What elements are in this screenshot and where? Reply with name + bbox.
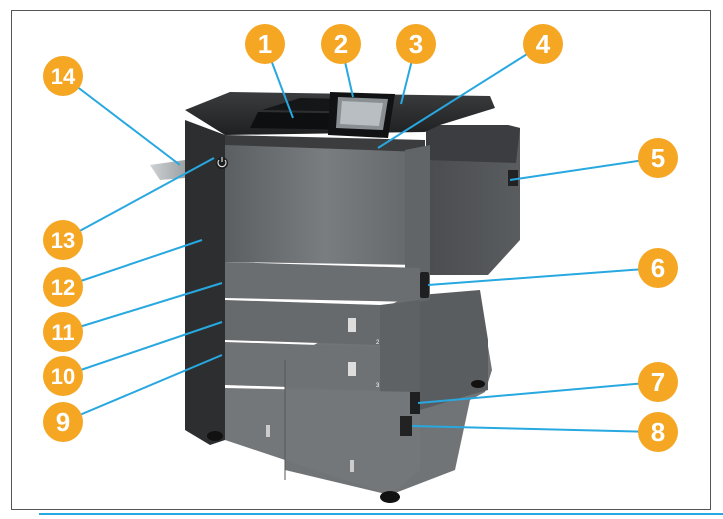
callout-label-2: 2 bbox=[334, 29, 348, 59]
callout-label-10: 10 bbox=[51, 364, 75, 389]
right-lower-body bbox=[380, 300, 420, 392]
callout-label-13: 13 bbox=[51, 228, 75, 253]
callout-label-6: 6 bbox=[651, 253, 665, 283]
callout-5: 5 bbox=[638, 138, 678, 178]
power-button-icon bbox=[216, 157, 228, 169]
cabinet-handle-left bbox=[266, 425, 270, 437]
leader-line-7 bbox=[417, 381, 659, 404]
callout-label-11: 11 bbox=[51, 320, 74, 345]
caster-front-left bbox=[207, 431, 223, 441]
callout-9: 9 bbox=[43, 402, 83, 442]
callout-badge-3 bbox=[396, 24, 436, 64]
callout-7: 7 bbox=[638, 362, 678, 402]
right-door-latch bbox=[420, 272, 429, 298]
callout-badge-12 bbox=[43, 267, 83, 307]
callout-badge-5 bbox=[638, 138, 678, 178]
callout-badge-14 bbox=[43, 56, 83, 96]
callout-label-3: 3 bbox=[409, 29, 423, 59]
leader-line-4 bbox=[377, 43, 544, 149]
finisher-unit bbox=[426, 125, 520, 275]
tray-2-handle bbox=[348, 318, 356, 332]
callout-badge-10 bbox=[43, 356, 83, 396]
callout-10: 10 bbox=[43, 356, 83, 396]
callout-label-5: 5 bbox=[651, 143, 665, 173]
callout-badge-2 bbox=[321, 24, 361, 64]
power-connection bbox=[410, 392, 420, 414]
callout-13: 13 bbox=[43, 220, 83, 260]
callout-label-9: 9 bbox=[56, 407, 70, 437]
callout-badge-8 bbox=[638, 412, 678, 452]
left-side-panel bbox=[185, 120, 225, 445]
callout-8: 8 bbox=[638, 412, 678, 452]
callout-1: 1 bbox=[245, 24, 285, 64]
cabinet-handle-right bbox=[350, 460, 354, 472]
callout-14: 14 bbox=[43, 56, 83, 96]
leader-line-13 bbox=[62, 157, 215, 241]
tray-2-label: 2 bbox=[376, 340, 380, 346]
leader-line-9 bbox=[62, 354, 223, 423]
callout-11: 11 bbox=[43, 312, 83, 352]
callout-label-4: 4 bbox=[536, 29, 551, 59]
leader-lines bbox=[62, 43, 659, 433]
callout-label-8: 8 bbox=[651, 417, 665, 447]
callout-label-7: 7 bbox=[651, 367, 665, 397]
leader-line-12 bbox=[62, 239, 203, 288]
callout-2: 2 bbox=[321, 24, 361, 64]
callout-12: 12 bbox=[43, 267, 83, 307]
tray-3-handle bbox=[348, 362, 356, 376]
callout-3: 3 bbox=[396, 24, 436, 64]
bottom-rule bbox=[39, 513, 723, 515]
callout-badge-9 bbox=[43, 402, 83, 442]
callout-badge-7 bbox=[638, 362, 678, 402]
callout-4: 4 bbox=[523, 24, 563, 64]
formatter-port bbox=[400, 416, 412, 436]
front-door bbox=[225, 140, 425, 265]
tray-3 bbox=[225, 342, 380, 390]
callout-badge-1 bbox=[245, 24, 285, 64]
callout-badge-11 bbox=[43, 312, 83, 352]
callout-6: 6 bbox=[638, 248, 678, 288]
right-door bbox=[405, 145, 430, 305]
callout-badge-13 bbox=[43, 220, 83, 260]
callout-label-1: 1 bbox=[258, 29, 272, 59]
finisher-door-latch bbox=[508, 170, 518, 186]
printer-illustration: 2 3 bbox=[150, 92, 520, 503]
lower-cabinet bbox=[225, 388, 420, 495]
callout-badge-4 bbox=[523, 24, 563, 64]
leader-line-14 bbox=[62, 75, 181, 166]
front-door-top-trim bbox=[225, 135, 425, 152]
tray-2 bbox=[225, 300, 380, 345]
callout-label-12: 12 bbox=[51, 275, 75, 300]
tray-1-area bbox=[225, 262, 420, 302]
leader-line-5 bbox=[509, 157, 659, 181]
callout-label-14: 14 bbox=[51, 64, 76, 89]
leader-line-6 bbox=[427, 267, 659, 286]
leader-line-10 bbox=[62, 321, 223, 377]
hci-side bbox=[420, 290, 488, 410]
touchscreen-control-panel-icon bbox=[328, 92, 395, 138]
caster-front-right bbox=[380, 491, 400, 503]
leader-line-11 bbox=[62, 282, 223, 333]
tray-3-label: 3 bbox=[376, 383, 380, 389]
callout-badge-6 bbox=[638, 248, 678, 288]
caster-back-right bbox=[471, 380, 485, 388]
left-output-bin bbox=[150, 160, 185, 180]
finisher-top bbox=[426, 125, 520, 163]
leader-line-8 bbox=[411, 425, 659, 433]
